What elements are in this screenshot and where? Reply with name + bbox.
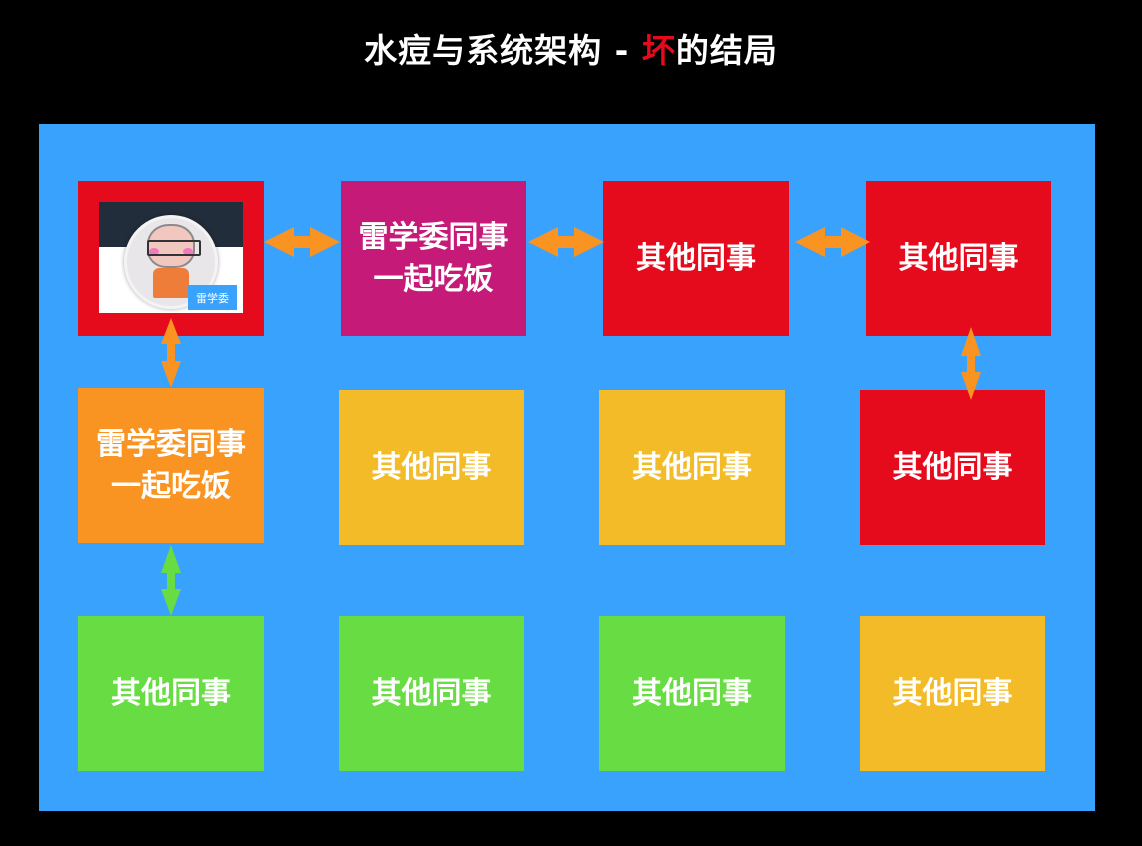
node-r1c4: 其他同事 — [866, 181, 1051, 336]
avatar-card: 雷学委 — [99, 202, 243, 313]
node-r2c4: 其他同事 — [860, 390, 1045, 545]
double-arrow-icon — [161, 545, 181, 616]
title-prefix: 水痘与系统架构 - — [364, 31, 642, 70]
double-arrow-icon — [161, 318, 181, 388]
double-arrow-icon — [795, 227, 870, 257]
node-r3c1: 其他同事 — [78, 616, 264, 771]
avatar-image — [124, 215, 218, 309]
node-r2c3: 其他同事 — [599, 390, 785, 545]
avatar-name-badge: 雷学委 — [188, 285, 237, 310]
page-title: 水痘与系统架构 - 坏的结局 — [0, 24, 1142, 72]
node-r1c3: 其他同事 — [603, 181, 789, 336]
node-r2c2: 其他同事 — [339, 390, 524, 545]
node-r3c4: 其他同事 — [860, 616, 1045, 771]
node-r2c1: 雷学委同事 一起吃饭 — [78, 388, 264, 543]
node-r3c2: 其他同事 — [339, 616, 524, 771]
node-r1c2: 雷学委同事 一起吃饭 — [341, 181, 526, 336]
double-arrow-icon — [528, 227, 604, 257]
double-arrow-icon — [961, 327, 981, 400]
double-arrow-icon — [264, 227, 340, 257]
node-r3c3: 其他同事 — [599, 616, 785, 771]
title-highlight: 坏 — [641, 31, 676, 70]
title-suffix: 的结局 — [675, 31, 778, 70]
